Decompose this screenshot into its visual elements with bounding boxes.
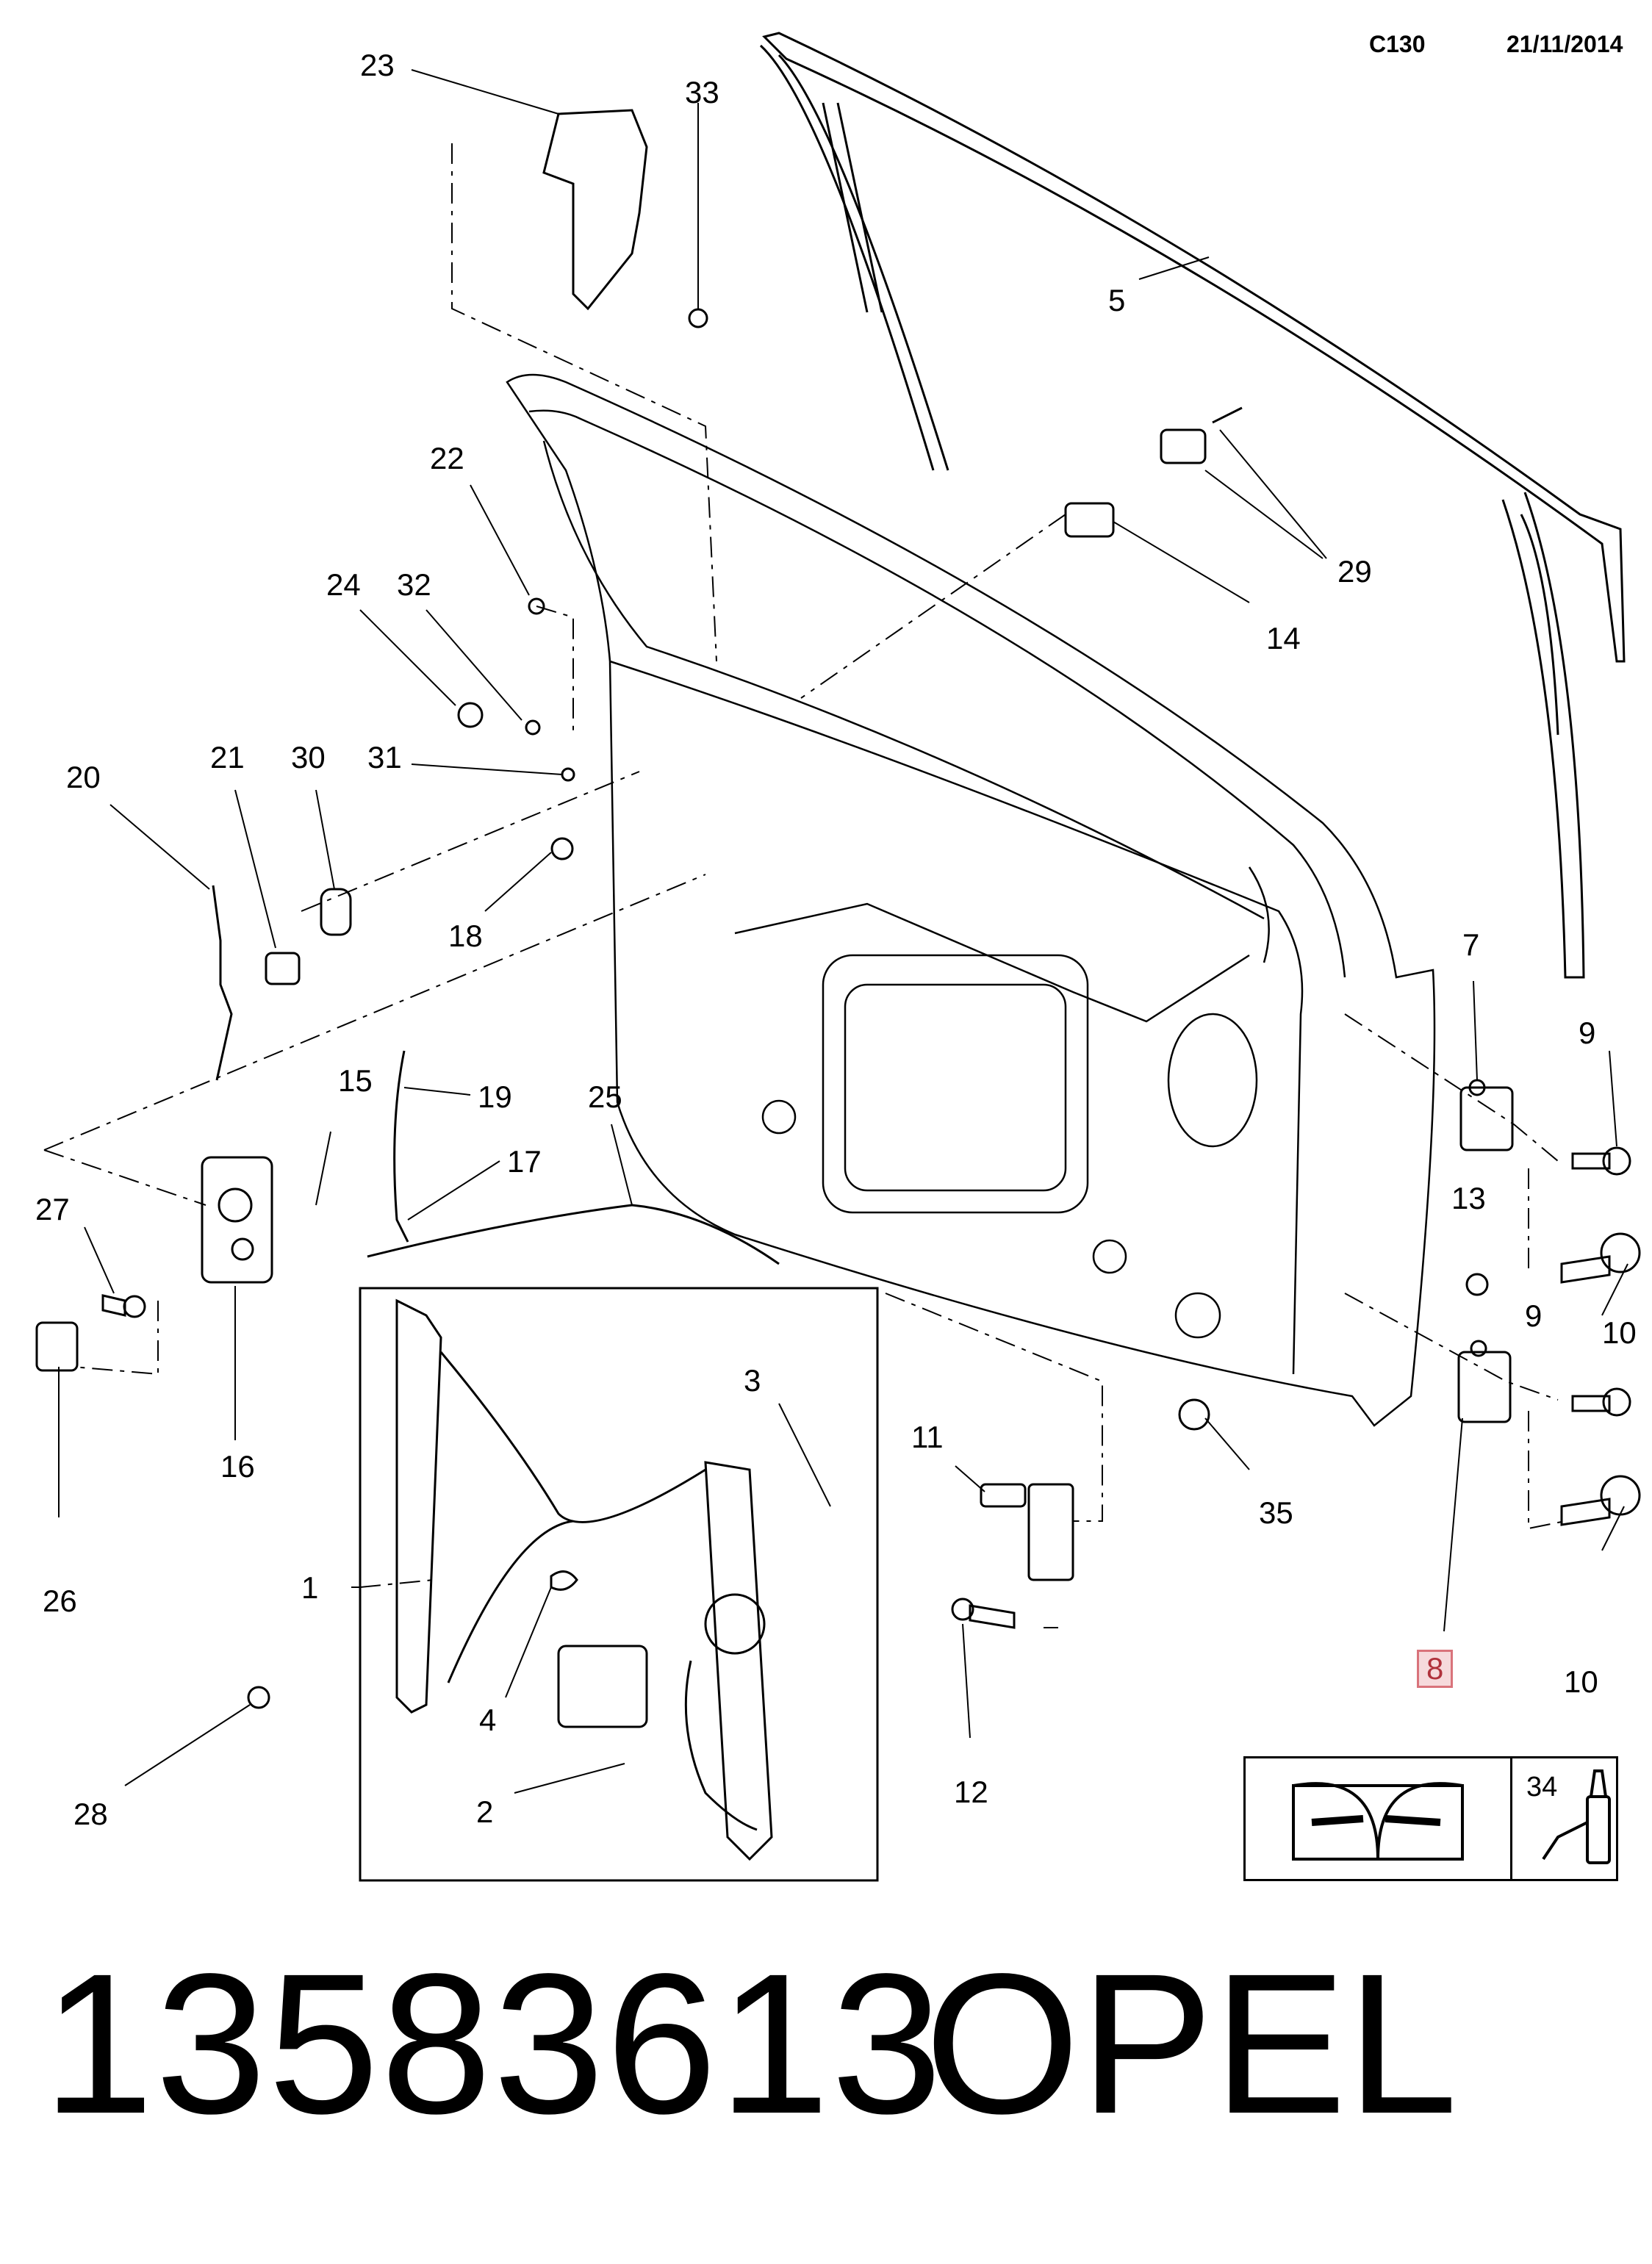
callout-4: 4 [479,1703,497,1737]
clip-14 [1064,502,1115,538]
callout-11: 11 [911,1420,944,1454]
callout-32: 32 [397,567,431,602]
callout-35: 35 [1259,1495,1293,1530]
seal-30 [320,888,352,936]
plug-35 [1178,1398,1210,1431]
bolt-10-lower [1560,1475,1641,1526]
window-regulator-frame [359,1287,879,1882]
clip-22 [528,597,545,615]
bolt-9-lower [1571,1387,1631,1417]
callout-3: 3 [744,1363,761,1398]
callout-10-lower: 10 [1564,1664,1598,1699]
callout-26: 26 [43,1584,77,1618]
callout-9-lower: 9 [1525,1298,1543,1333]
callout-18: 18 [448,919,483,953]
callout-27: 27 [35,1192,70,1226]
bolt-28 [247,1686,270,1709]
callout-22: 22 [430,441,464,475]
callout-20: 20 [66,760,101,794]
callout-14: 14 [1266,621,1301,655]
door-check-strap [980,1483,1074,1581]
bezel-21 [265,952,301,985]
bracket-23 [542,109,648,311]
callout-1: 1 [301,1570,319,1605]
callout-7: 7 [1462,927,1480,962]
screw-27 [101,1294,126,1317]
callout-13: 13 [1451,1181,1486,1215]
door-glass [759,32,1626,979]
clip-29 [1160,428,1207,464]
callout-21: 21 [210,740,245,775]
callout-23: 23 [360,48,395,82]
callout-2: 2 [476,1794,494,1829]
bolt-9-upper [1571,1146,1631,1176]
door-hinge-lower [1457,1340,1512,1423]
callout-29: 29 [1337,554,1372,589]
door-hinge-upper [1459,1079,1514,1151]
callout-28: 28 [73,1797,108,1831]
callout-17: 17 [507,1144,542,1179]
diagram-code: C130 [1369,31,1426,57]
callout-10-upper: 10 [1602,1315,1637,1350]
legend-divider [1510,1758,1512,1879]
cable-25 [367,1204,780,1265]
clip-4 [550,1570,578,1591]
door-lock-module [201,1156,273,1284]
callout-16: 16 [220,1449,255,1484]
brand-name: OPEL [924,1932,1458,2155]
bolt-18 [550,837,574,860]
legend-ref-34: 34 [1526,1772,1558,1803]
callout-5: 5 [1108,283,1126,317]
callout-24: 24 [326,567,361,602]
callout-9-upper: 9 [1579,1016,1596,1050]
service-manual-icon [1292,1782,1464,1861]
callout-19: 19 [478,1079,512,1114]
callout-33: 33 [685,75,719,109]
door-shell [506,373,1436,1427]
callout-12: 12 [954,1775,988,1809]
legend-box: 34 [1243,1756,1618,1881]
nut-13 [1465,1273,1489,1296]
plug-31 [561,767,575,782]
part-number: 13583613 [43,1932,944,2155]
callout-15: 15 [338,1063,373,1098]
rod-20 [212,885,233,1081]
callout-31: 31 [367,740,402,775]
bolt-12 [951,1598,1016,1629]
washer-32 [525,719,541,736]
grommet-24 [457,702,484,728]
callout-8-highlighted: 8 [1417,1650,1454,1688]
diagram-date: 21/11/2014 [1506,31,1623,57]
bolt-10-upper [1560,1232,1641,1284]
callout-25: 25 [588,1079,622,1114]
callout-30: 30 [291,740,326,775]
striker-26 [35,1321,79,1372]
sealant-bottle-icon [1542,1769,1611,1864]
cable-19 [393,1050,409,1243]
